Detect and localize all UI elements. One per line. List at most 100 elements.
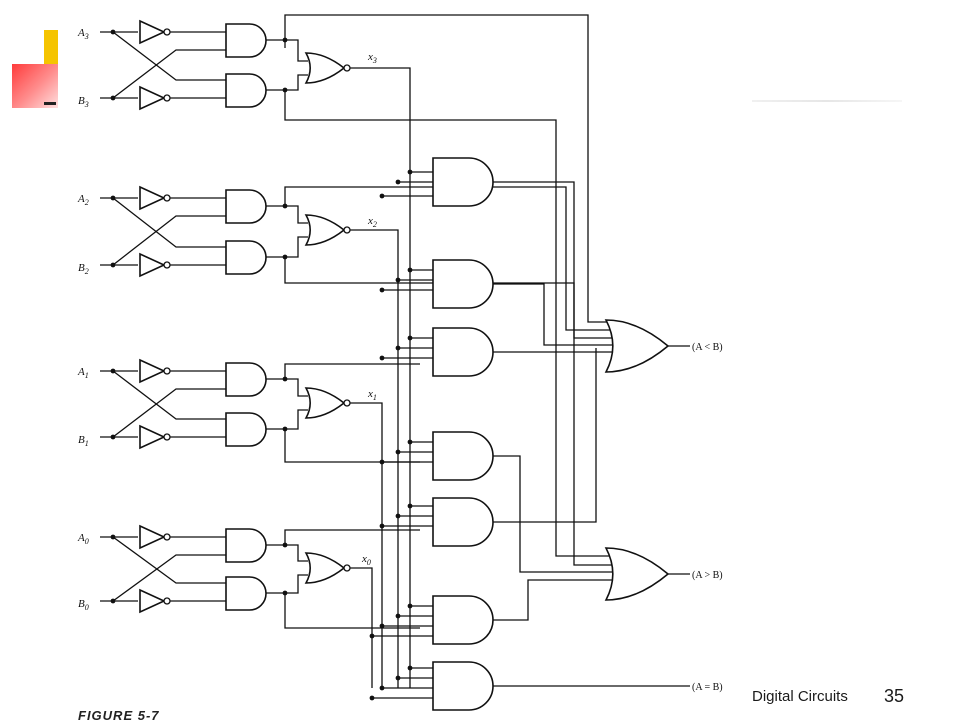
inverter-bubble [163, 194, 171, 202]
inverter-gate [139, 588, 166, 614]
xnor-gate [304, 387, 346, 419]
xor-label: x3 [367, 51, 377, 65]
wire [112, 31, 226, 81]
decorative-title-underline [752, 100, 902, 102]
and-gate [432, 327, 494, 377]
figure-caption: FIGURE 5-7 [78, 708, 160, 720]
junction-dot [407, 603, 413, 609]
inverter-bubble [163, 597, 171, 605]
wire [285, 74, 308, 91]
wire [284, 363, 420, 380]
wire [350, 567, 373, 688]
wire [284, 90, 612, 557]
junction-dot [407, 267, 413, 273]
wire [112, 215, 226, 266]
wire [493, 283, 612, 346]
inverter-bubble [343, 226, 351, 234]
junction-dot [407, 335, 413, 341]
decorative-dash [44, 102, 56, 105]
output-label: (A < B) [692, 342, 723, 353]
wire [112, 49, 226, 99]
input-label: A2 [77, 193, 89, 207]
junction-dot [395, 277, 401, 283]
wire [285, 409, 308, 430]
output-label: (A = B) [692, 682, 723, 693]
inverter-bubble [343, 564, 351, 572]
and-gate [225, 23, 267, 58]
and-gate [225, 412, 267, 447]
input-label: A3 [77, 27, 89, 41]
page-number: 35 [884, 686, 905, 706]
wire [493, 348, 597, 523]
and-gate [225, 576, 267, 611]
junction-dot [395, 513, 401, 519]
wire [284, 14, 612, 323]
wire [284, 186, 612, 331]
decorative-red-square [12, 64, 58, 108]
inverter-bubble [163, 94, 171, 102]
wire [112, 388, 226, 438]
junction-dot [407, 169, 413, 175]
xor-label: x0 [361, 553, 371, 567]
wire [493, 579, 612, 621]
wire [112, 197, 226, 248]
junction-dot [395, 675, 401, 681]
inverter-gate [139, 85, 166, 111]
inverter-bubble [163, 433, 171, 441]
input-label: A1 [77, 366, 89, 380]
inverter-gate [139, 358, 166, 384]
wire [493, 181, 612, 339]
wire [284, 428, 420, 463]
and-gate [225, 528, 267, 563]
inverter-gate [139, 185, 166, 211]
or-gate-greater-than [604, 547, 670, 601]
and-gate [225, 362, 267, 397]
xnor-gate [304, 552, 346, 584]
wire [350, 402, 383, 688]
input-label: B0 [78, 598, 89, 612]
junction-dot [379, 355, 385, 361]
wire [285, 378, 308, 397]
and-gate [225, 73, 267, 108]
and-gate [225, 189, 267, 224]
wire [112, 554, 226, 602]
wire [350, 67, 411, 688]
inverter-gate [139, 524, 166, 550]
input-label: B1 [78, 434, 89, 448]
input-label: A0 [77, 532, 89, 546]
wire [493, 455, 612, 573]
inverter-bubble [343, 399, 351, 407]
junction-dot [379, 459, 385, 465]
and-gate [225, 240, 267, 275]
footer-title: Digital Circuits [752, 688, 848, 705]
xor-label: x1 [367, 388, 377, 402]
xnor-gate [304, 52, 346, 84]
wire [285, 39, 308, 62]
and-gate [432, 661, 494, 711]
wire [284, 592, 420, 629]
inverter-bubble [163, 28, 171, 36]
junction-dot [395, 613, 401, 619]
junction-dot [395, 179, 401, 185]
inverter-bubble [163, 367, 171, 375]
inverter-gate [139, 252, 166, 278]
and-gate [432, 431, 494, 481]
junction-dot [369, 695, 375, 701]
junction-dot [395, 449, 401, 455]
junction-dot [407, 503, 413, 509]
and-gate [432, 157, 494, 207]
and-gate [432, 595, 494, 645]
input-label: B3 [78, 95, 89, 109]
inverter-gate [139, 424, 166, 450]
wire [112, 370, 226, 420]
junction-dot [395, 345, 401, 351]
or-gate-less-than [604, 319, 670, 373]
inverter-bubble [163, 261, 171, 269]
inverter-gate [139, 19, 166, 45]
decorative-yellow-bar [44, 30, 58, 72]
wire [285, 236, 308, 258]
junction-dot [379, 193, 385, 199]
input-label: B2 [78, 262, 89, 276]
junction-dot [379, 523, 385, 529]
